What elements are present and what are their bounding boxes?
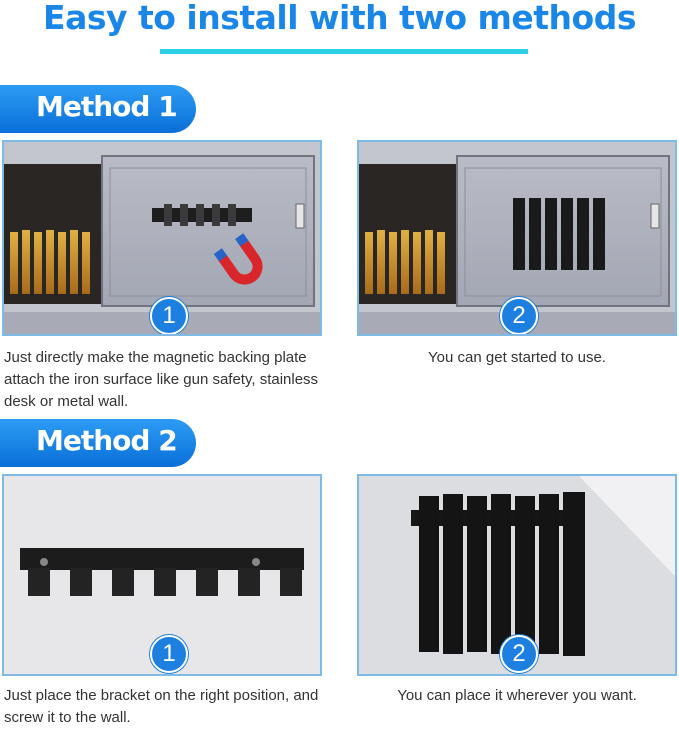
- method1-label: Method 1: [36, 90, 178, 123]
- method1-step1-caption: Just directly make the magnetic backing …: [4, 349, 319, 410]
- method1-step1-badge: 1: [150, 297, 188, 334]
- method1-step2-caption: You can get started to use.: [428, 349, 606, 366]
- method1-pill: Method 1: [0, 85, 196, 133]
- method2-step2-photo: 2: [357, 474, 677, 676]
- method2-step1-badge: 1: [150, 635, 188, 673]
- method2-step1-caption: Just place the bracket on the right posi…: [4, 687, 319, 726]
- method2-step2-caption: You can place it wherever you want.: [397, 687, 637, 704]
- method2-step1-photo: 1: [2, 474, 322, 676]
- method2-label: Method 2: [36, 424, 178, 457]
- method1-step2-badge: 2: [500, 297, 538, 334]
- method2-pill: Method 2: [0, 419, 196, 467]
- page-title: Easy to install with two methods: [43, 0, 636, 37]
- magnet-icon: [213, 233, 263, 285]
- safe-magnet-illustration: [4, 142, 320, 334]
- title-underline: [160, 49, 528, 54]
- method1-step2-photo: 2: [357, 140, 677, 336]
- method1-step1-photo: 1: [2, 140, 322, 336]
- method2-step2-badge: 2: [500, 635, 538, 673]
- safe-mags-illustration: [359, 142, 675, 334]
